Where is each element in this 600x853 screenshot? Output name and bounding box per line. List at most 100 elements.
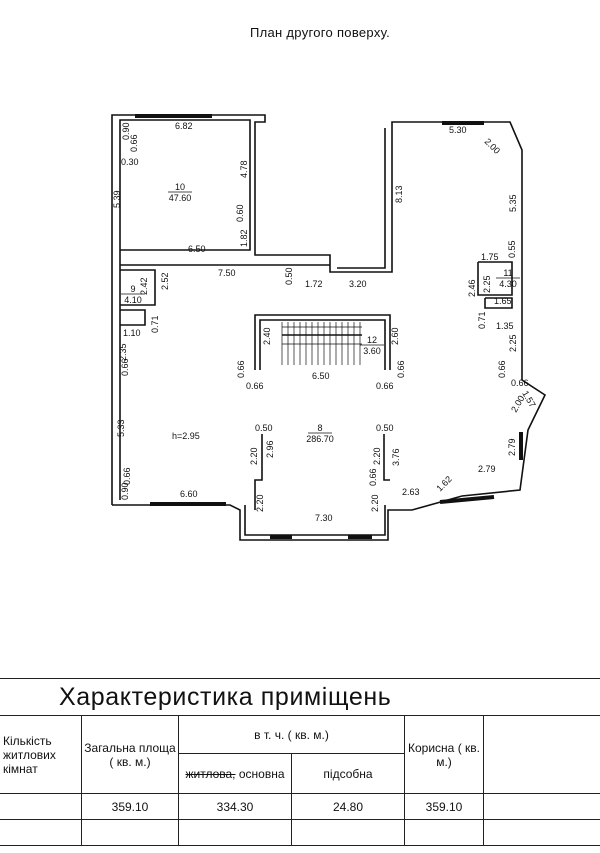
- dimension-label: 1.10: [123, 328, 141, 338]
- stair-steps: [281, 322, 362, 365]
- room-number: 8: [317, 423, 322, 433]
- dimension-label: 2.40: [262, 327, 272, 345]
- dimension-label: 0.66: [120, 358, 130, 376]
- dimension-label: 2.00: [483, 136, 502, 155]
- dimension-label: 7.30: [315, 513, 333, 523]
- dimension-label: 0.50: [376, 423, 394, 433]
- dimension-label: 7.50: [218, 268, 236, 278]
- dimension-label: 6.60: [180, 489, 198, 499]
- cell-empty: [404, 819, 484, 846]
- dimension-label: 0.50: [255, 423, 273, 433]
- dimension-label: 0.66: [497, 360, 507, 378]
- room-number: 12: [367, 335, 377, 345]
- dimension-label: 2.63: [402, 487, 420, 497]
- room-area: 4.10: [124, 295, 142, 305]
- dimension-label: 2.20: [255, 494, 265, 512]
- dimension-label: 5.39: [112, 190, 122, 208]
- table-title: Характеристика приміщень: [0, 678, 484, 716]
- room-area: 286.70: [306, 434, 334, 444]
- dimension-label: 0.90: [121, 122, 131, 140]
- dimension-label: 8.13: [394, 185, 404, 203]
- dimension-label: 1.35: [496, 321, 514, 331]
- dimension-label: 0.90: [120, 482, 130, 500]
- cell-empty: [291, 819, 405, 846]
- cell-auxiliary: 24.80: [291, 793, 405, 820]
- dimension-label: 3.20: [349, 279, 367, 289]
- room-characteristics-table: Характеристика приміщень Кількість житло…: [0, 678, 600, 846]
- dimension-label: 0.66: [376, 381, 394, 391]
- dimension-label: 2.79: [478, 464, 496, 474]
- cell-blank: [483, 793, 600, 820]
- dimension-label: 5.30: [449, 125, 467, 135]
- header-living-struck: житлова,: [185, 766, 236, 781]
- dimension-label: 2.25: [482, 275, 492, 293]
- dimension-label: 0.66: [368, 468, 378, 486]
- dimension-label: 0.71: [150, 315, 160, 333]
- dimension-label: 0.66: [511, 378, 529, 388]
- header-main: житлова, основна: [178, 753, 292, 794]
- header-rooms-count: Кількість житлових кімнат: [0, 715, 82, 794]
- dimension-label: 0.30: [121, 157, 139, 167]
- header-main-label: основна: [238, 766, 285, 781]
- dimension-label: 2.96: [265, 440, 275, 458]
- cell-empty: [483, 819, 600, 846]
- dimension-label: 0.66: [236, 360, 246, 378]
- dimension-label: 0.71: [477, 311, 487, 329]
- room-number: 10: [175, 182, 185, 192]
- cell-main: 334.30: [178, 793, 292, 820]
- plan-title: План другого поверху.: [249, 25, 391, 40]
- dimension-label: 2.20: [370, 494, 380, 512]
- walls: [111, 114, 547, 541]
- dimension-label: 2.52: [160, 272, 170, 290]
- cell-empty: [81, 819, 179, 846]
- floor-plan: 6.820.900.660.305.394.780.601.826.507.50…: [111, 114, 547, 541]
- dimension-label: 2.79: [507, 438, 517, 456]
- table-row-empty: [0, 819, 600, 846]
- dimension-label: 6.50: [188, 244, 206, 254]
- dimension-label: 0.50: [284, 267, 294, 285]
- dimension-label: 0.66: [122, 467, 132, 485]
- dimension-label: 5.33: [116, 419, 126, 437]
- header-useful-area: Корисна ( кв. м.): [404, 715, 484, 794]
- cell-total-area: 359.10: [81, 793, 179, 820]
- dimension-label: 2.60: [390, 327, 400, 345]
- dimension-label: 1.72: [305, 279, 323, 289]
- dimension-label: 1.82: [239, 229, 249, 247]
- table-row: 359.10 334.30 24.80 359.10: [0, 793, 600, 820]
- header-auxiliary: підсобна: [291, 753, 405, 794]
- cell-empty: [178, 819, 292, 846]
- dimension-label: 0.60: [235, 204, 245, 222]
- dimension-label: 1.62: [434, 474, 453, 493]
- dimension-label: 0.55: [507, 240, 517, 258]
- room-area: 47.60: [169, 193, 192, 203]
- dimension-label: 0.66: [396, 360, 406, 378]
- dimension-label: 2.42: [139, 277, 149, 295]
- dimension-label: 6.50: [312, 371, 330, 381]
- cell-rooms-count: [0, 793, 82, 820]
- header-blank: [483, 715, 600, 794]
- room-area: 4.30: [499, 279, 517, 289]
- dimension-label: 2.20: [249, 447, 259, 465]
- room-number: 11: [503, 268, 512, 278]
- room-number: 9: [130, 284, 135, 294]
- dimension-label: 6.82: [175, 121, 193, 131]
- room-area: 3.60: [363, 346, 381, 356]
- dimension-label: 2.25: [508, 334, 518, 352]
- ceiling-height: h=2.95: [172, 431, 200, 441]
- dimension-label: 4.78: [239, 160, 249, 178]
- dimension-label: 2.46: [467, 279, 477, 297]
- dimension-label: 1.75: [481, 252, 499, 262]
- dimension-label: 0.66: [246, 381, 264, 391]
- dimension-label: 0.66: [129, 134, 139, 152]
- dimension-label: 2.20: [372, 447, 382, 465]
- dimension-label: 2.35: [118, 343, 128, 361]
- dimension-label: 3.76: [391, 448, 401, 466]
- cell-empty: [0, 819, 82, 846]
- windows: [135, 114, 523, 539]
- header-total-area: Загальна площа ( кв. м.): [81, 715, 179, 794]
- dimension-label: 1.65: [494, 296, 512, 306]
- dimension-label: 5.35: [508, 194, 518, 212]
- title-blank: [483, 678, 600, 716]
- header-including: в т. ч. ( кв. м.): [178, 715, 405, 754]
- cell-useful: 359.10: [404, 793, 484, 820]
